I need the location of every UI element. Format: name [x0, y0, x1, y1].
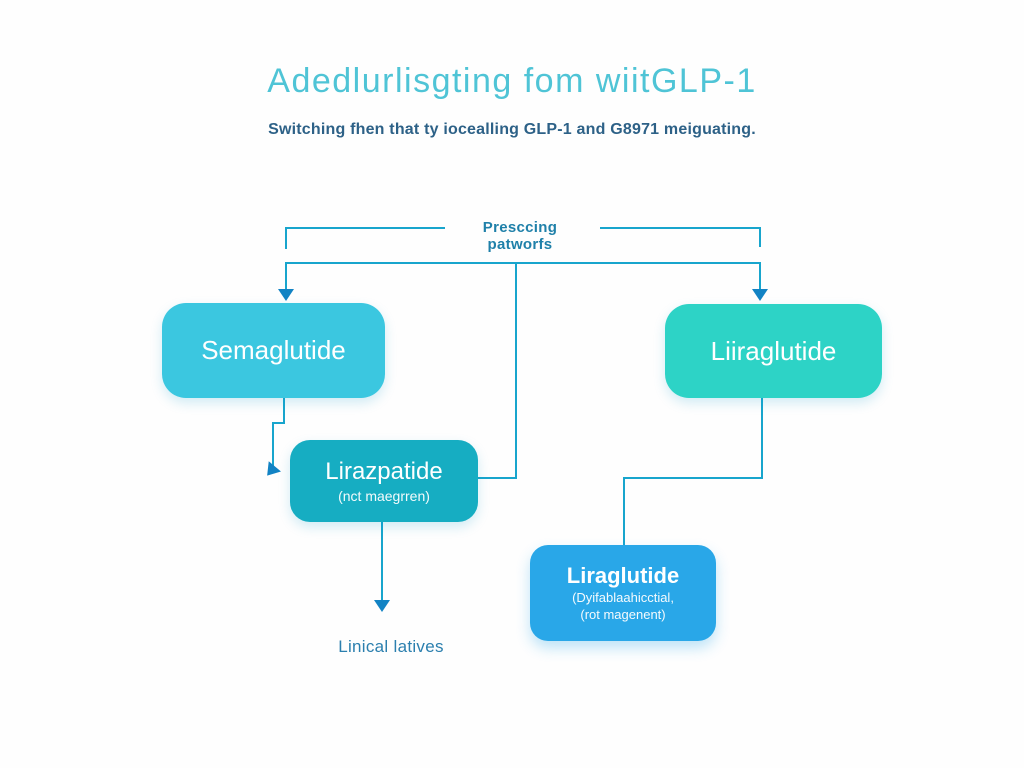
connector-liiraglutide-drop [623, 477, 625, 547]
bracket-label: Presccing patworfs [482, 219, 558, 253]
connector-to-liiraglutide [759, 262, 761, 290]
node-label: Semaglutide [201, 335, 346, 365]
connector-semaglutide-jog [272, 422, 285, 424]
connector-middle-to-lirazpatide [478, 477, 517, 479]
page-title: Adedlurlisgting fom wiitGLP-1 [267, 62, 757, 100]
bracket-line-right [600, 227, 761, 229]
connector-liiraglutide-down [761, 398, 763, 479]
connector-liiraglutide-jog [623, 477, 763, 479]
arrow-down-icon [278, 289, 294, 301]
node-sublabel: (rot magenent) [580, 607, 666, 622]
node-sublabel: (nct maegrren) [338, 488, 430, 504]
bracket-line-left [285, 227, 445, 229]
node-liraglutide: Liraglutide (Dyifablaahicctial, (rot mag… [530, 545, 716, 641]
node-lirazpatide: Lirazpatide (nct maegrren) [290, 440, 478, 522]
bracket-tick-left [285, 227, 287, 249]
connector-semaglutide-down [283, 398, 285, 424]
node-sublabel: (Dyifablaahicctial, [572, 590, 674, 605]
arrow-down-icon [752, 289, 768, 301]
arrow-down-icon [374, 600, 390, 612]
page-subtitle: Switching fhen that ty iocealling GLP-1 … [268, 121, 756, 138]
connector-middle-vertical [515, 262, 517, 479]
node-label: Liiraglutide [710, 335, 837, 366]
node-semaglutide: Semaglutide [162, 303, 385, 398]
connector-to-semaglutide [285, 262, 287, 290]
bracket-tick-right [759, 227, 761, 247]
connector-semaglutide-drop [272, 422, 274, 468]
node-liiraglutide: Liiraglutide [665, 304, 882, 398]
connector-lirazpatide-down [381, 522, 383, 602]
split-bar [285, 262, 761, 264]
footer-label: Linical latives [338, 637, 444, 656]
arrow-down-left-icon [261, 461, 281, 481]
node-label: Liraglutide [566, 563, 680, 588]
node-label: Lirazpatide [325, 458, 443, 485]
